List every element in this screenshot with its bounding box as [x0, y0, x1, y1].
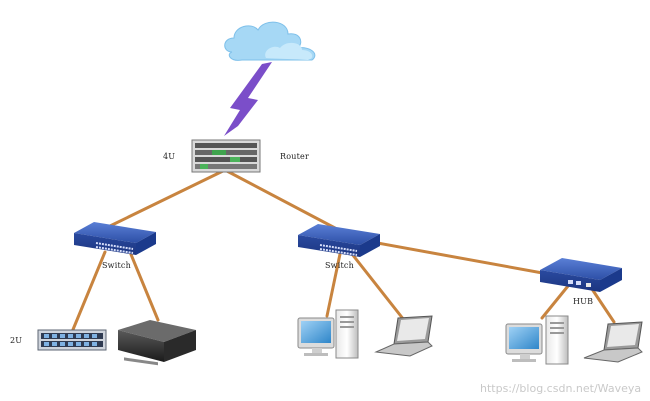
switch-left-icon [74, 222, 156, 255]
lightning-icon [224, 62, 272, 136]
link-switch-mid-hub [370, 240, 550, 276]
router-size-label: 4U [163, 152, 176, 161]
rack-server-icon [37, 329, 107, 351]
link-router-switch-left [108, 168, 227, 228]
server-size-label: 2U [10, 336, 23, 345]
hub-label: HUB [573, 297, 594, 306]
links [70, 168, 616, 334]
tower-server-icon [118, 320, 196, 366]
switch-left-label: Switch [102, 261, 131, 270]
link-router-switch-mid [223, 168, 337, 230]
laptop-right-icon [583, 321, 643, 363]
router-label: Router [280, 152, 309, 161]
link-switch-left-tower [128, 250, 160, 322]
switch-mid-label: Switch [325, 261, 354, 270]
link-switch-mid-desktop [325, 252, 342, 318]
laptop-icon [374, 315, 433, 357]
link-switch-left-rack [70, 250, 107, 334]
cloud-icon [224, 21, 316, 61]
link-hub-desktop [540, 284, 570, 320]
link-hub-laptop [588, 284, 616, 324]
hub-icon [540, 258, 622, 292]
link-switch-mid-laptop [350, 252, 406, 322]
desktop-computer-right-icon [505, 315, 569, 365]
router-icon [191, 139, 261, 173]
desktop-computer-icon [297, 309, 359, 359]
watermark: https://blog.csdn.net/Waveya [480, 382, 642, 395]
switch-mid-icon [298, 224, 380, 257]
